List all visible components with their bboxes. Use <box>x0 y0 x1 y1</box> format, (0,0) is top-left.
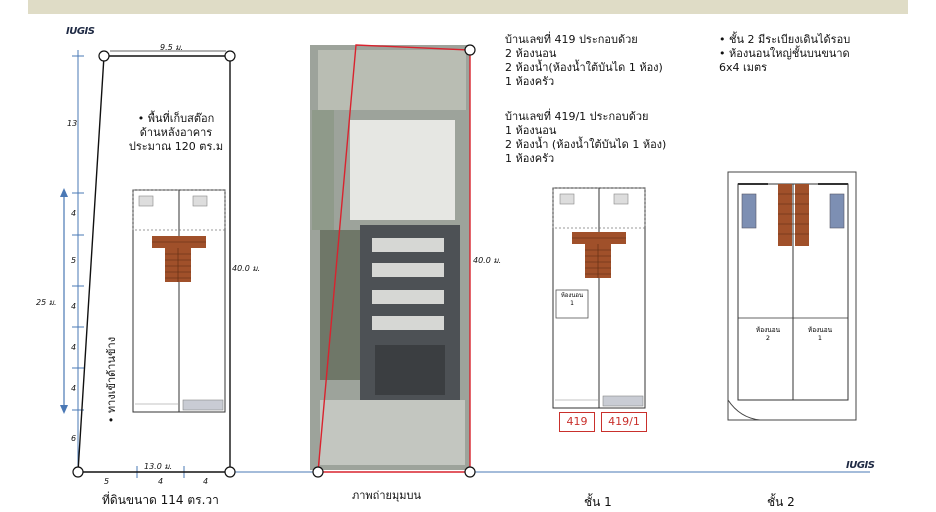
land-caption: ที่ดินขนาด 114 ตร.วา <box>102 493 219 507</box>
dim-left-total: 25 ม. <box>36 298 57 307</box>
left-dimension-ticks <box>72 55 84 411</box>
info-419: บ้านเลขที่ 419 ประกอบด้วย 2 ห้องนอน 2 ห้… <box>505 33 663 88</box>
dim-left-seg-3: 4 <box>71 302 77 311</box>
land-building-plan <box>132 189 226 413</box>
dim-top-width: 9.5 ม. <box>160 43 184 52</box>
floor2-info: • ชั้น 2 มีระเบียงเดินได้รอบ • ห้องนอนให… <box>719 33 851 74</box>
land-corner-markers <box>72 50 236 478</box>
floor2-room1-label: ห้องนอน 1 <box>807 326 833 342</box>
dim-bottom-4a: 4 <box>158 477 164 486</box>
info-4191: บ้านเลขที่ 419/1 ประกอบด้วย 1 ห้องนอน 2 … <box>505 110 667 165</box>
dim-left-seg-5: 4 <box>71 384 77 393</box>
unit-4191-badge: 419/1 <box>601 412 647 432</box>
dim-bottom-width: 13.0 ม. <box>144 462 173 471</box>
logo-bottom: IUGIS <box>846 460 875 471</box>
dim-bottom-4b: 4 <box>203 477 209 486</box>
dim-left-13: 13 <box>67 119 78 128</box>
aerial-photo <box>310 45 470 470</box>
floor1-caption: ชั้น 1 <box>584 495 612 509</box>
side-entrance-note: • ทางเข้าด้านข้าง <box>105 336 118 424</box>
floor2-room2-label: ห้องนอน 2 <box>755 326 781 342</box>
dim-bottom-5: 5 <box>104 477 110 486</box>
dim-left-seg-1: 4 <box>71 209 77 218</box>
top-banner <box>28 0 908 14</box>
unit-419-badge: 419 <box>559 412 595 432</box>
dim-depth-right: 40.0 ม. <box>232 264 261 273</box>
dim-left-seg-4: 4 <box>71 343 77 352</box>
floor1-plan <box>552 187 646 409</box>
floor2-plan <box>727 171 857 421</box>
photo-caption: ภาพถ่ายมุมบน <box>352 489 421 502</box>
storage-note: • พื้นที่เก็บสต๊อก ด้านหลังอาคาร ประมาณ … <box>128 112 224 153</box>
dim-left-seg-2: 5 <box>71 256 77 265</box>
dim-photo-depth: 40.0 ม. <box>473 256 502 265</box>
photo-corner-markers <box>312 44 476 478</box>
floor2-caption: ชั้น 2 <box>767 495 795 509</box>
floor1-room-label: ห้องนอน 1 <box>560 292 584 307</box>
dim-left-6: 6 <box>71 434 77 443</box>
logo-top: IUGIS <box>66 26 95 37</box>
